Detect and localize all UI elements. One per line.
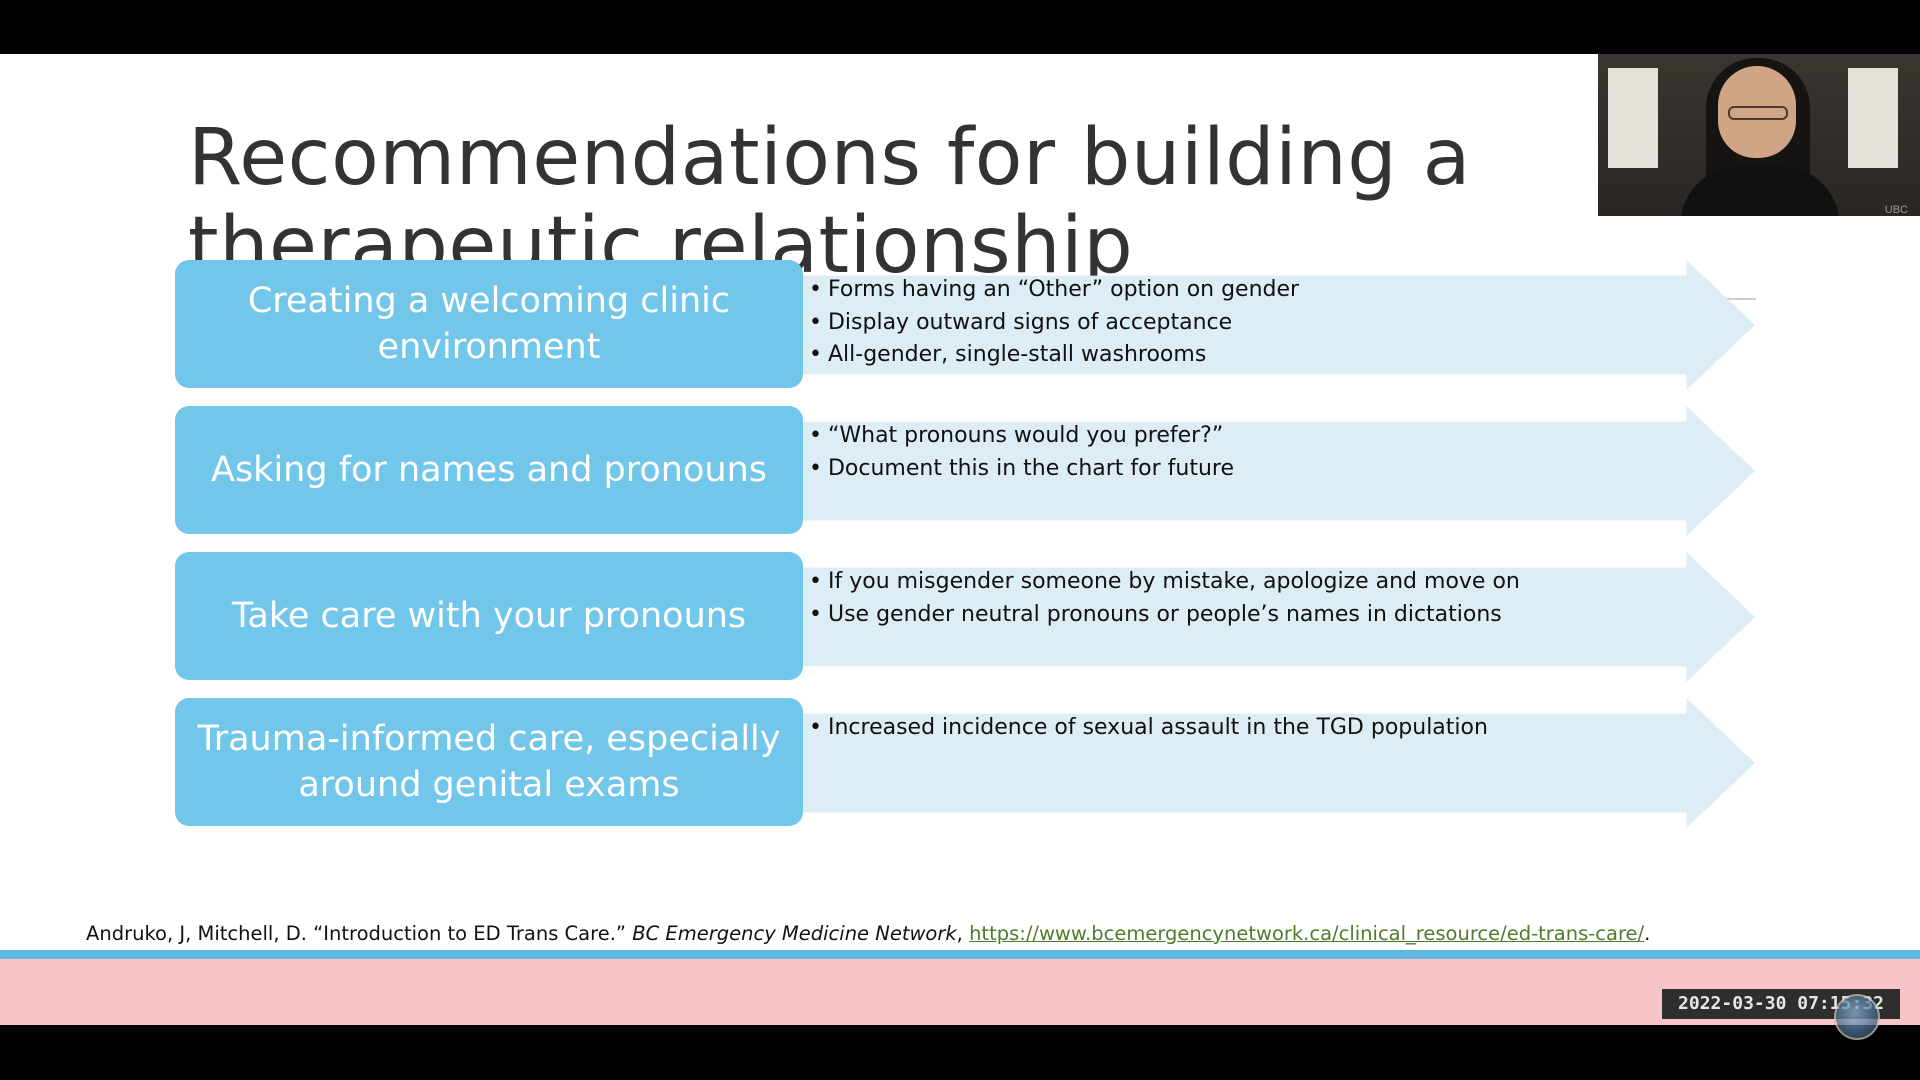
bullet-item: “What pronouns would you prefer?”	[809, 420, 1234, 453]
citation-separator: ,	[956, 922, 970, 945]
bullet-list: Forms having an “Other” option on gender…	[809, 274, 1299, 372]
citation-link[interactable]: https://www.bcemergencynetwork.ca/clinic…	[969, 922, 1645, 945]
citation-authors: Andruko, J, Mitchell, D. “Introduction t…	[86, 922, 633, 945]
recommendation-row: Creating a welcoming clinic environment …	[175, 260, 1755, 390]
background-window	[1608, 68, 1658, 168]
citation: Andruko, J, Mitchell, D. “Introduction t…	[86, 922, 1650, 945]
presenter-face	[1718, 66, 1796, 158]
webcam-video: UBC	[1598, 54, 1920, 216]
bullet-list: Increased incidence of sexual assault in…	[809, 712, 1488, 745]
logo-seal-icon	[1834, 994, 1880, 1040]
bullet-item: Increased incidence of sexual assault in…	[809, 712, 1488, 745]
glasses-icon	[1728, 106, 1788, 120]
recommendation-label: Take care with your pronouns	[175, 552, 803, 680]
recommendation-row: Asking for names and pronouns “What pron…	[175, 406, 1755, 536]
recommendation-label: Asking for names and pronouns	[175, 406, 803, 534]
citation-end: .	[1644, 922, 1651, 945]
webcam-tag: UBC	[1884, 204, 1908, 216]
background-window	[1848, 68, 1898, 168]
bullet-item: If you misgender someone by mistake, apo…	[809, 566, 1520, 599]
bullet-list: “What pronouns would you prefer?” Docume…	[809, 420, 1234, 485]
bullet-item: Document this in the chart for future	[809, 453, 1234, 486]
recommendation-label: Creating a welcoming clinic environment	[175, 260, 803, 388]
citation-journal: BC Emergency Medicine Network	[632, 922, 957, 945]
recommendation-row: Trauma-informed care, especially around …	[175, 698, 1755, 828]
bullet-item: Use gender neutral pronouns or people’s …	[809, 599, 1520, 632]
bullet-item: All-gender, single-stall washrooms	[809, 339, 1299, 372]
footer-pink-bar	[0, 959, 1920, 1025]
recommendation-label: Trauma-informed care, especially around …	[175, 698, 803, 826]
bullet-list: If you misgender someone by mistake, apo…	[809, 566, 1520, 631]
presenter-body	[1680, 166, 1840, 216]
bullet-item: Forms having an “Other” option on gender	[809, 274, 1299, 307]
footer-blue-bar	[0, 950, 1920, 959]
bullet-item: Display outward signs of acceptance	[809, 307, 1299, 340]
recommendation-row: Take care with your pronouns If you misg…	[175, 552, 1755, 682]
